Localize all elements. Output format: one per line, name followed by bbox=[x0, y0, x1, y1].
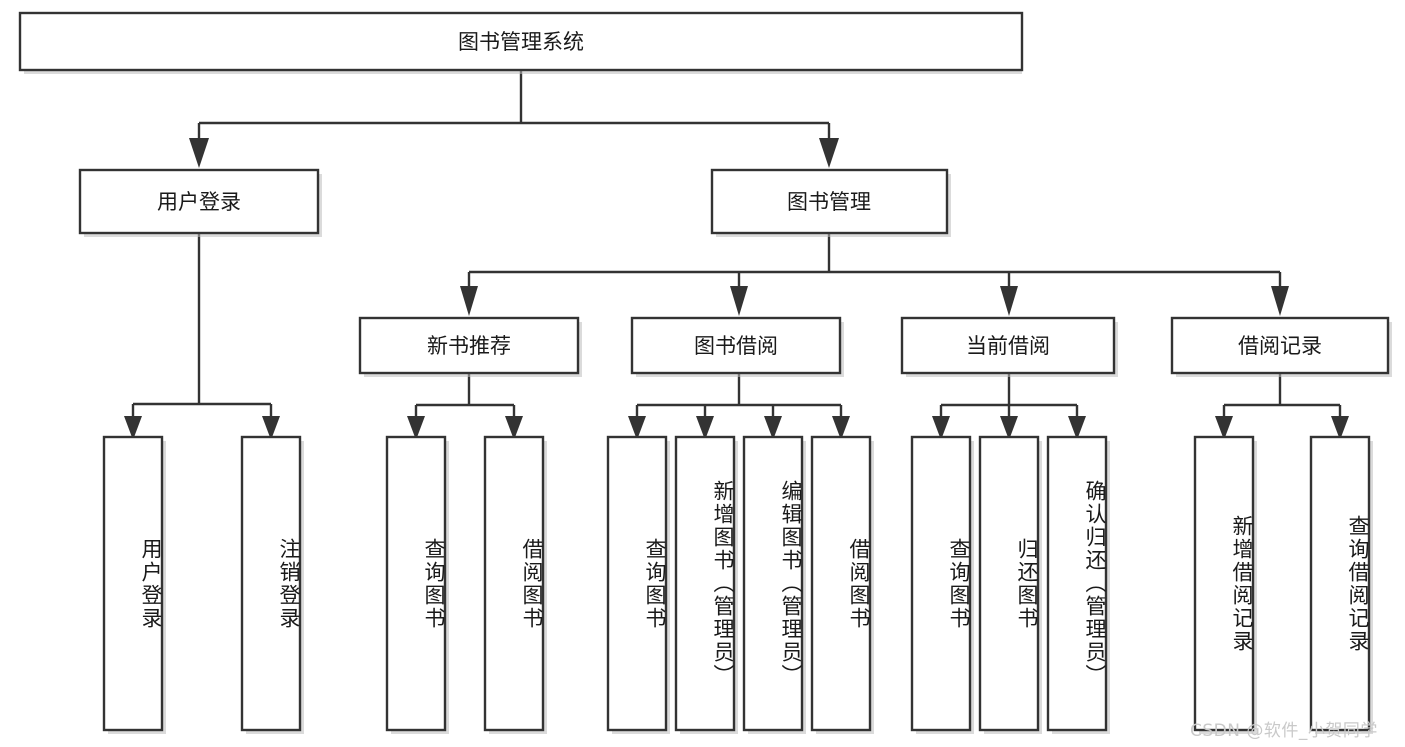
node-bookmgmt-box bbox=[710, 168, 949, 235]
arrow-head-leaf-borrow-query bbox=[628, 416, 646, 440]
arrow-head-leaf-current-query bbox=[932, 416, 950, 440]
node-borrow-box bbox=[630, 316, 842, 375]
node-records-box bbox=[1170, 316, 1390, 375]
arrow-head-leaf-user-logout bbox=[262, 416, 280, 440]
arrow-head-leaf-newbook-query bbox=[407, 416, 425, 440]
leaf-borrow-lend-box[interactable] bbox=[810, 435, 872, 732]
node-current-box bbox=[900, 316, 1116, 375]
connectors-level1-to-level2 bbox=[189, 70, 839, 168]
leaf-user-login-box[interactable] bbox=[102, 435, 164, 732]
arrow-head-leaf-borrow-add bbox=[696, 416, 714, 440]
node-current[interactable]: 当前借阅 bbox=[900, 316, 1118, 377]
node-login-box bbox=[78, 168, 320, 235]
leaf-user-logout-box[interactable] bbox=[240, 435, 302, 732]
arrow-head-login bbox=[189, 138, 209, 168]
node-borrow[interactable]: 图书借阅 bbox=[630, 316, 844, 377]
connectors-borrow-to-leaves bbox=[628, 373, 850, 440]
node-borrow-label: 图书借阅 bbox=[694, 334, 778, 358]
arrow-head-leaf-borrow-edit bbox=[764, 416, 782, 440]
leaf-records-query-box[interactable] bbox=[1309, 435, 1371, 732]
csdn-watermark: CSDN @软件_小贺同学 bbox=[1190, 721, 1378, 741]
leaf-newbook-query-box[interactable] bbox=[385, 435, 447, 732]
node-newbook-box bbox=[358, 316, 580, 375]
connectors-login-to-leaves bbox=[124, 233, 280, 440]
leaf-borrow-add-box[interactable] bbox=[674, 435, 736, 732]
connectors-bookmgmt-to-level3 bbox=[460, 233, 1289, 316]
arrow-head-newbook bbox=[460, 286, 478, 316]
node-current-label: 当前借阅 bbox=[966, 334, 1050, 358]
arrow-head-current bbox=[1000, 286, 1018, 316]
connectors-current-to-leaves bbox=[932, 373, 1086, 440]
node-root-label: 图书管理系统 bbox=[458, 30, 584, 54]
node-root-box bbox=[18, 11, 1024, 72]
arrow-head-records bbox=[1271, 286, 1289, 316]
node-newbook-label: 新书推荐 bbox=[427, 334, 511, 358]
connectors-newbook-to-leaves bbox=[407, 373, 523, 440]
leaf-borrow-edit-box[interactable] bbox=[742, 435, 804, 732]
node-login-label: 用户登录 bbox=[157, 190, 241, 214]
arrow-head-leaf-current-return bbox=[1000, 416, 1018, 440]
leaf-records-add-box[interactable] bbox=[1193, 435, 1255, 732]
connectors-records-to-leaves bbox=[1215, 373, 1349, 440]
arrow-head-borrow bbox=[730, 286, 748, 316]
node-root[interactable]: 图书管理系统 bbox=[18, 11, 1024, 74]
arrow-head-leaf-records-add bbox=[1215, 416, 1233, 440]
leaf-current-confirm-box[interactable] bbox=[1046, 435, 1108, 732]
node-records[interactable]: 借阅记录 bbox=[1170, 316, 1392, 377]
leaf-boxes bbox=[102, 435, 1373, 734]
node-bookmgmt-label: 图书管理 bbox=[787, 190, 871, 214]
node-records-label: 借阅记录 bbox=[1238, 334, 1322, 358]
node-bookmgmt[interactable]: 图书管理 bbox=[710, 168, 951, 237]
leaf-current-query-box[interactable] bbox=[910, 435, 972, 732]
arrow-head-leaf-current-confirm bbox=[1068, 416, 1086, 440]
leaf-newbook-borrow-box[interactable] bbox=[483, 435, 545, 732]
node-login[interactable]: 用户登录 bbox=[78, 168, 322, 237]
arrow-head-leaf-user-login bbox=[124, 416, 142, 440]
leaf-current-return-box[interactable] bbox=[978, 435, 1040, 732]
leaf-borrow-query-box[interactable] bbox=[606, 435, 668, 732]
node-newbook[interactable]: 新书推荐 bbox=[358, 316, 582, 377]
arrow-head-leaf-records-query bbox=[1331, 416, 1349, 440]
arrow-head-bookmgmt bbox=[819, 138, 839, 168]
arrow-head-leaf-newbook-borrow bbox=[505, 416, 523, 440]
arrow-head-leaf-borrow-lend bbox=[832, 416, 850, 440]
